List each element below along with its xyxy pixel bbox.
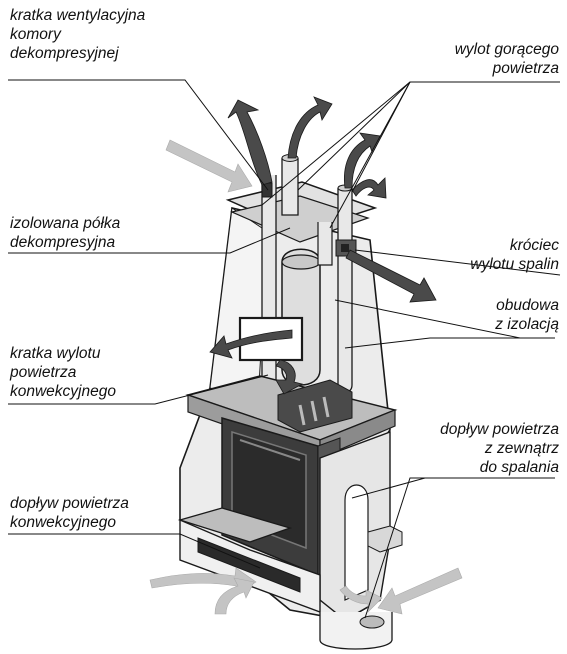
- label-outside-air-line-1: dopływ powietrza: [440, 420, 559, 439]
- label-vent-grille-line-2: komory: [10, 25, 145, 44]
- casing-front-face: [210, 208, 268, 402]
- cold-air-arrow-1: [166, 140, 252, 192]
- label-vent-grille-line-3: dekompresyjnej: [10, 44, 145, 63]
- label-convection-inlet-line-1: dopływ powietrza: [10, 494, 129, 513]
- label-insulated-casing-line-1: obudowa: [495, 296, 559, 315]
- flue-connector-hole: [341, 244, 349, 252]
- convection-pipe-right: [338, 188, 352, 393]
- side-air-channel: [345, 485, 368, 600]
- label-hot-air-outlet-line-1: wylot gorącego: [455, 40, 559, 59]
- label-insulated-shelf: izolowana półka dekompresyjna: [10, 214, 120, 252]
- duct-opening: [360, 616, 384, 628]
- hot-air-arrow-2: [288, 97, 332, 158]
- label-flue-outlet-line-2: wylotu spalin: [470, 255, 559, 274]
- cold-air-arrow-2: [378, 568, 462, 614]
- convection-pipe-front: [318, 222, 332, 265]
- label-insulated-casing: obudowa z izolacją: [495, 296, 559, 334]
- label-vent-grille: kratka wentylacyjna komory dekompresyjne…: [10, 6, 145, 63]
- label-convection-air-inlet: dopływ powietrza konwekcyjnego: [10, 494, 129, 532]
- label-flue-outlet: króciec wylotu spalin: [470, 236, 559, 274]
- label-convection-outlet-line-1: kratka wylotu: [10, 344, 116, 363]
- label-insulated-shelf-line-1: izolowana półka: [10, 214, 120, 233]
- label-hot-air-outlet-line-2: powietrza: [455, 59, 559, 78]
- label-convection-outlet-line-2: powietrza: [10, 363, 116, 382]
- outside-air-duct: [320, 612, 392, 649]
- label-convection-outlet-line-3: konwekcyjnego: [10, 382, 116, 401]
- label-outside-air-line-2: z zewnątrz: [440, 439, 559, 458]
- label-hot-air-outlet: wylot gorącego powietrza: [455, 40, 559, 78]
- label-convection-inlet-line-2: konwekcyjnego: [10, 513, 129, 532]
- inner-flue-top: [282, 255, 320, 269]
- label-outside-air-line-3: do spalania: [440, 458, 559, 477]
- label-convection-outlet-grille: kratka wylotu powietrza konwekcyjnego: [10, 344, 116, 401]
- hot-air-arrow-3: [344, 133, 380, 188]
- vent-grille: [262, 183, 272, 197]
- hot-air-arrow-4: [352, 178, 386, 198]
- label-vent-grille-line-1: kratka wentylacyjna: [10, 6, 145, 25]
- label-insulated-casing-line-2: z izolacją: [495, 315, 559, 334]
- label-outside-air-inlet: dopływ powietrza z zewnątrz do spalania: [440, 420, 559, 477]
- label-flue-outlet-line-1: króciec: [470, 236, 559, 255]
- label-insulated-shelf-line-2: dekompresyjna: [10, 233, 120, 252]
